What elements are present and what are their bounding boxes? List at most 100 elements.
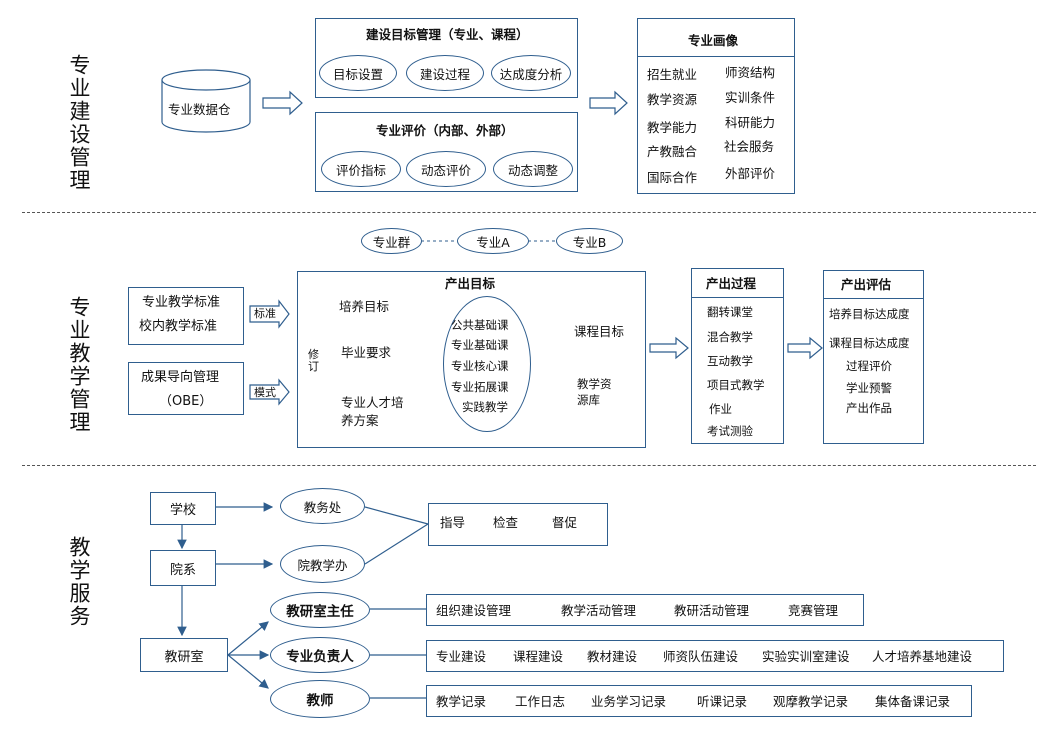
section-label-service: 教学服务: [67, 536, 91, 628]
teacher-duty: 工作日志: [515, 694, 566, 709]
standard-tag: 标准: [254, 307, 276, 320]
duty-item: 指导: [440, 515, 466, 530]
output-goal-title: 产出目标: [445, 276, 496, 291]
director-duty: 竞赛管理: [788, 603, 839, 618]
revise-label: 修: [308, 348, 319, 361]
director-duty: 教研活动管理: [674, 603, 750, 618]
flow-step-plan: 专业人才培: [341, 395, 404, 410]
school-box[interactable]: 学校: [150, 492, 216, 525]
duty-item: 督促: [552, 515, 578, 530]
leader-duty: 课程建设: [513, 649, 564, 664]
course-item: 专业拓展课: [451, 380, 509, 394]
portrait-item: 产教融合: [647, 144, 698, 159]
resource-label: 教学资: [577, 377, 612, 391]
goal-item-setting[interactable]: 目标设置: [319, 55, 397, 91]
portrait-item: 师资结构: [725, 65, 776, 80]
goal-item-process[interactable]: 建设过程: [406, 55, 484, 91]
college-office-oval[interactable]: 院教学办: [280, 545, 365, 583]
director-duties-box: 组织建设管理 教学活动管理 教研活动管理 竞赛管理: [426, 594, 864, 626]
duties-box: 指导 检查 督促: [428, 503, 608, 546]
assessment-item: 过程评价: [846, 359, 892, 373]
assessment-item: 课程目标达成度: [829, 336, 910, 350]
assessment-item: 学业预警: [846, 381, 892, 395]
flow-step-training-goal: 培养目标: [339, 299, 390, 314]
process-item: 考试测验: [707, 424, 753, 438]
block-arrow-4: [787, 336, 823, 360]
college-box[interactable]: 院系: [150, 550, 216, 586]
leader-duty: 专业建设: [436, 649, 487, 664]
block-arrow-2: [589, 90, 628, 116]
group-oval-major-a[interactable]: 专业A: [457, 228, 529, 254]
assessment-title-divider: [824, 298, 923, 299]
resource-label: 源库: [577, 393, 600, 407]
revise-label: 订: [308, 360, 319, 373]
course-item: 实践教学: [462, 400, 508, 414]
course-oval[interactable]: [443, 296, 531, 432]
evaluation-item-adjust[interactable]: 动态调整: [493, 151, 573, 187]
leader-duty: 实验实训室建设: [762, 649, 850, 664]
teacher-duty: 听课记录: [697, 694, 748, 709]
director-oval[interactable]: 教研室主任: [270, 592, 370, 628]
block-arrow-3: [649, 336, 689, 360]
output-assessment-box: 产出评估 培养目标达成度 课程目标达成度 过程评价 学业预警 产出作品: [823, 270, 924, 444]
course-goal-label: 课程目标: [574, 324, 625, 339]
goal-management-title: 建设目标管理（专业、课程）: [366, 27, 529, 42]
teacher-oval[interactable]: 教师: [270, 680, 370, 718]
teacher-duties-box: 教学记录 工作日志 业务学习记录 听课记录 观摩教学记录 集体备课记录: [426, 685, 972, 717]
evaluation-title: 专业评价（内部、外部）: [376, 123, 514, 138]
process-item: 作业: [709, 402, 732, 416]
tag-arrow-mode: [249, 378, 290, 406]
block-arrow-1: [262, 90, 303, 116]
portrait-item: 社会服务: [724, 139, 775, 154]
mode-tag: 模式: [254, 386, 276, 399]
course-item: 公共基础课: [451, 318, 509, 332]
evaluation-item-index[interactable]: 评价指标: [321, 151, 401, 187]
goal-management-box: 建设目标管理（专业、课程） 目标设置 建设过程 达成度分析: [315, 18, 578, 98]
portrait-item: 实训条件: [725, 90, 776, 105]
portrait-item: 国际合作: [647, 170, 698, 185]
tag-arrow-standard: [249, 299, 290, 329]
leader-duties-box: 专业建设 课程建设 教材建设 师资队伍建设 实验实训室建设 人才培养基地建设: [426, 640, 1004, 672]
output-process-box: 产出过程 翻转课堂 混合教学 互动教学 项目式教学 作业 考试测验: [691, 268, 784, 444]
group-oval-cluster[interactable]: 专业群: [361, 228, 422, 254]
flow-step-plan: 养方案: [341, 413, 379, 428]
obe-label: 成果导向管理: [141, 370, 220, 385]
evaluation-box: 专业评价（内部、外部） 评价指标 动态评价 动态调整: [315, 112, 578, 192]
process-title-divider: [692, 297, 783, 298]
teacher-duty: 观摩教学记录: [773, 694, 849, 709]
leader-oval[interactable]: 专业负责人: [270, 637, 370, 673]
director-duty: 组织建设管理: [436, 603, 512, 618]
flow-step-graduation: 毕业要求: [341, 345, 392, 360]
teacher-duty: 集体备课记录: [875, 694, 951, 709]
portrait-item: 招生就业: [647, 67, 698, 82]
leader-duty: 人才培养基地建设: [872, 649, 973, 664]
teacher-duty: 教学记录: [436, 694, 487, 709]
process-item: 混合教学: [707, 330, 753, 344]
leader-duty: 师资队伍建设: [663, 649, 739, 664]
obe-box: 成果导向管理 （OBE）: [128, 362, 244, 415]
section-label-teaching: 专业教学管理: [67, 296, 91, 434]
standard-item: 校内教学标准: [139, 319, 218, 334]
portrait-item: 外部评价: [725, 166, 776, 181]
portrait-item: 教学能力: [647, 120, 698, 135]
office-box[interactable]: 教研室: [140, 638, 228, 672]
assessment-item: 产出作品: [846, 401, 892, 415]
group-oval-major-b[interactable]: 专业B: [556, 228, 623, 254]
academic-affairs-oval[interactable]: 教务处: [280, 488, 365, 524]
portrait-box: 专业画像 招生就业 教学资源 教学能力 产教融合 国际合作 师资结构 实训条件 …: [637, 18, 795, 194]
output-assessment-title: 产出评估: [841, 277, 892, 292]
goal-item-analysis[interactable]: 达成度分析: [491, 55, 571, 91]
evaluation-item-dynamic[interactable]: 动态评价: [406, 151, 486, 187]
process-item: 项目式教学: [707, 378, 765, 392]
process-item: 翻转课堂: [707, 305, 753, 319]
assessment-item: 培养目标达成度: [829, 307, 910, 321]
database-cylinder-icon: [161, 69, 251, 133]
leader-duty: 教材建设: [587, 649, 638, 664]
portrait-title-divider: [638, 56, 794, 57]
output-goal-box: 产出目标 培养目标 毕业要求 专业人才培 养方案 修 订 公共基础课 专业基础课…: [297, 271, 646, 448]
section-divider-2: [22, 465, 1036, 466]
section-divider-1: [22, 212, 1036, 213]
portrait-title: 专业画像: [688, 33, 739, 48]
standards-box: 专业教学标准 校内教学标准: [128, 287, 244, 345]
standard-item: 专业教学标准: [142, 295, 221, 310]
